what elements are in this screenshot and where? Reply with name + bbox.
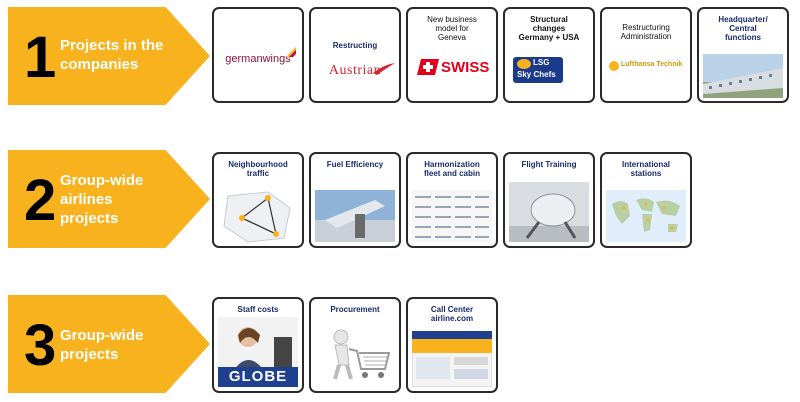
card-staff-title: Staff costs [237, 305, 279, 314]
card-structural-title: Structural changes Germany + USA [518, 15, 580, 43]
card-swiss: New business model for Geneva SWISS [406, 7, 498, 103]
lufthansa-crane-icon [609, 61, 619, 71]
row-2-number: 2 [24, 168, 57, 233]
card-procurement: Procurement [309, 297, 401, 393]
card-staff: Staff costs GLOBE [212, 297, 304, 393]
row-2-arrow: 2 Group-wide airlines projects [8, 150, 210, 248]
germanwings-logo: germanwings [225, 53, 291, 65]
row-3-label: Group-wide projects [60, 327, 144, 363]
airline-website-screenshot [412, 331, 492, 387]
card-harmonization: Harmonization fleet and cabin [406, 152, 498, 248]
card-harmonization-title: Harmonization fleet and cabin [423, 160, 480, 179]
lufthansa-technik-logo: Lufthansa Technik [621, 61, 683, 68]
row-3-arrow: 3 Group-wide projects [8, 295, 210, 393]
row-3-number: 3 [24, 313, 57, 378]
staff-agent-photo [218, 317, 298, 373]
fleet-aircraft-grid [412, 190, 492, 242]
world-stations-map [606, 190, 686, 242]
card-call-center: Call Center airline.com [406, 297, 498, 393]
card-restructuring-admin: Restructuring Administration Lufthansa T… [600, 7, 692, 103]
germanwings-wing-icon [286, 47, 296, 57]
card-restructuring-admin-title: Restructuring Administration [620, 23, 672, 42]
card-headquarter-title: Headquarter/ Central functions [718, 15, 768, 43]
card-austrian: Restructing Austrian [309, 7, 401, 103]
card-austrian-title: Restructing [332, 41, 378, 50]
card-neighbourhood: Neighbourhood traffic [212, 152, 304, 248]
row-2-label: Group-wide airlines projects [60, 172, 144, 227]
card-international-title: International stations [621, 160, 670, 179]
card-neighbourhood-title: Neighbourhood traffic [228, 160, 288, 179]
fuel-refuel-photo [315, 190, 395, 242]
flight-simulator-photo [509, 182, 589, 242]
row-1-arrow: 1 Projects in the companies [8, 7, 210, 105]
headquarter-building-photo [703, 54, 783, 98]
swiss-logo: SWISS [441, 59, 490, 76]
austrian-arrow-icon [373, 63, 395, 75]
row-1-number: 1 [24, 25, 57, 90]
globe-logo: GLOBE [218, 367, 298, 387]
card-procurement-title: Procurement [330, 305, 380, 314]
card-flight-training-title: Flight Training [521, 160, 577, 169]
neighbourhood-route-map [223, 191, 291, 243]
card-headquarter: Headquarter/ Central functions [697, 7, 789, 103]
lsg-sun-icon [517, 59, 531, 69]
card-structural: Structural changes Germany + USA LSG Sky… [503, 7, 595, 103]
card-germanwings: germanwings [212, 7, 304, 103]
card-swiss-title: New business model for Geneva [427, 15, 477, 43]
swiss-flag-icon [417, 59, 439, 75]
card-fuel: Fuel Efficiency [309, 152, 401, 248]
shopping-cart-figure-icon [333, 329, 391, 380]
card-international: International stations [600, 152, 692, 248]
card-fuel-title: Fuel Efficiency [326, 160, 384, 169]
row-1-label: Projects in the companies [60, 37, 164, 73]
lsg-logo: LSG Sky Chefs [513, 57, 563, 83]
austrian-logo: Austrian [328, 63, 382, 78]
card-call-center-title: Call Center airline.com [430, 305, 474, 324]
card-flight-training: Flight Training [503, 152, 595, 248]
